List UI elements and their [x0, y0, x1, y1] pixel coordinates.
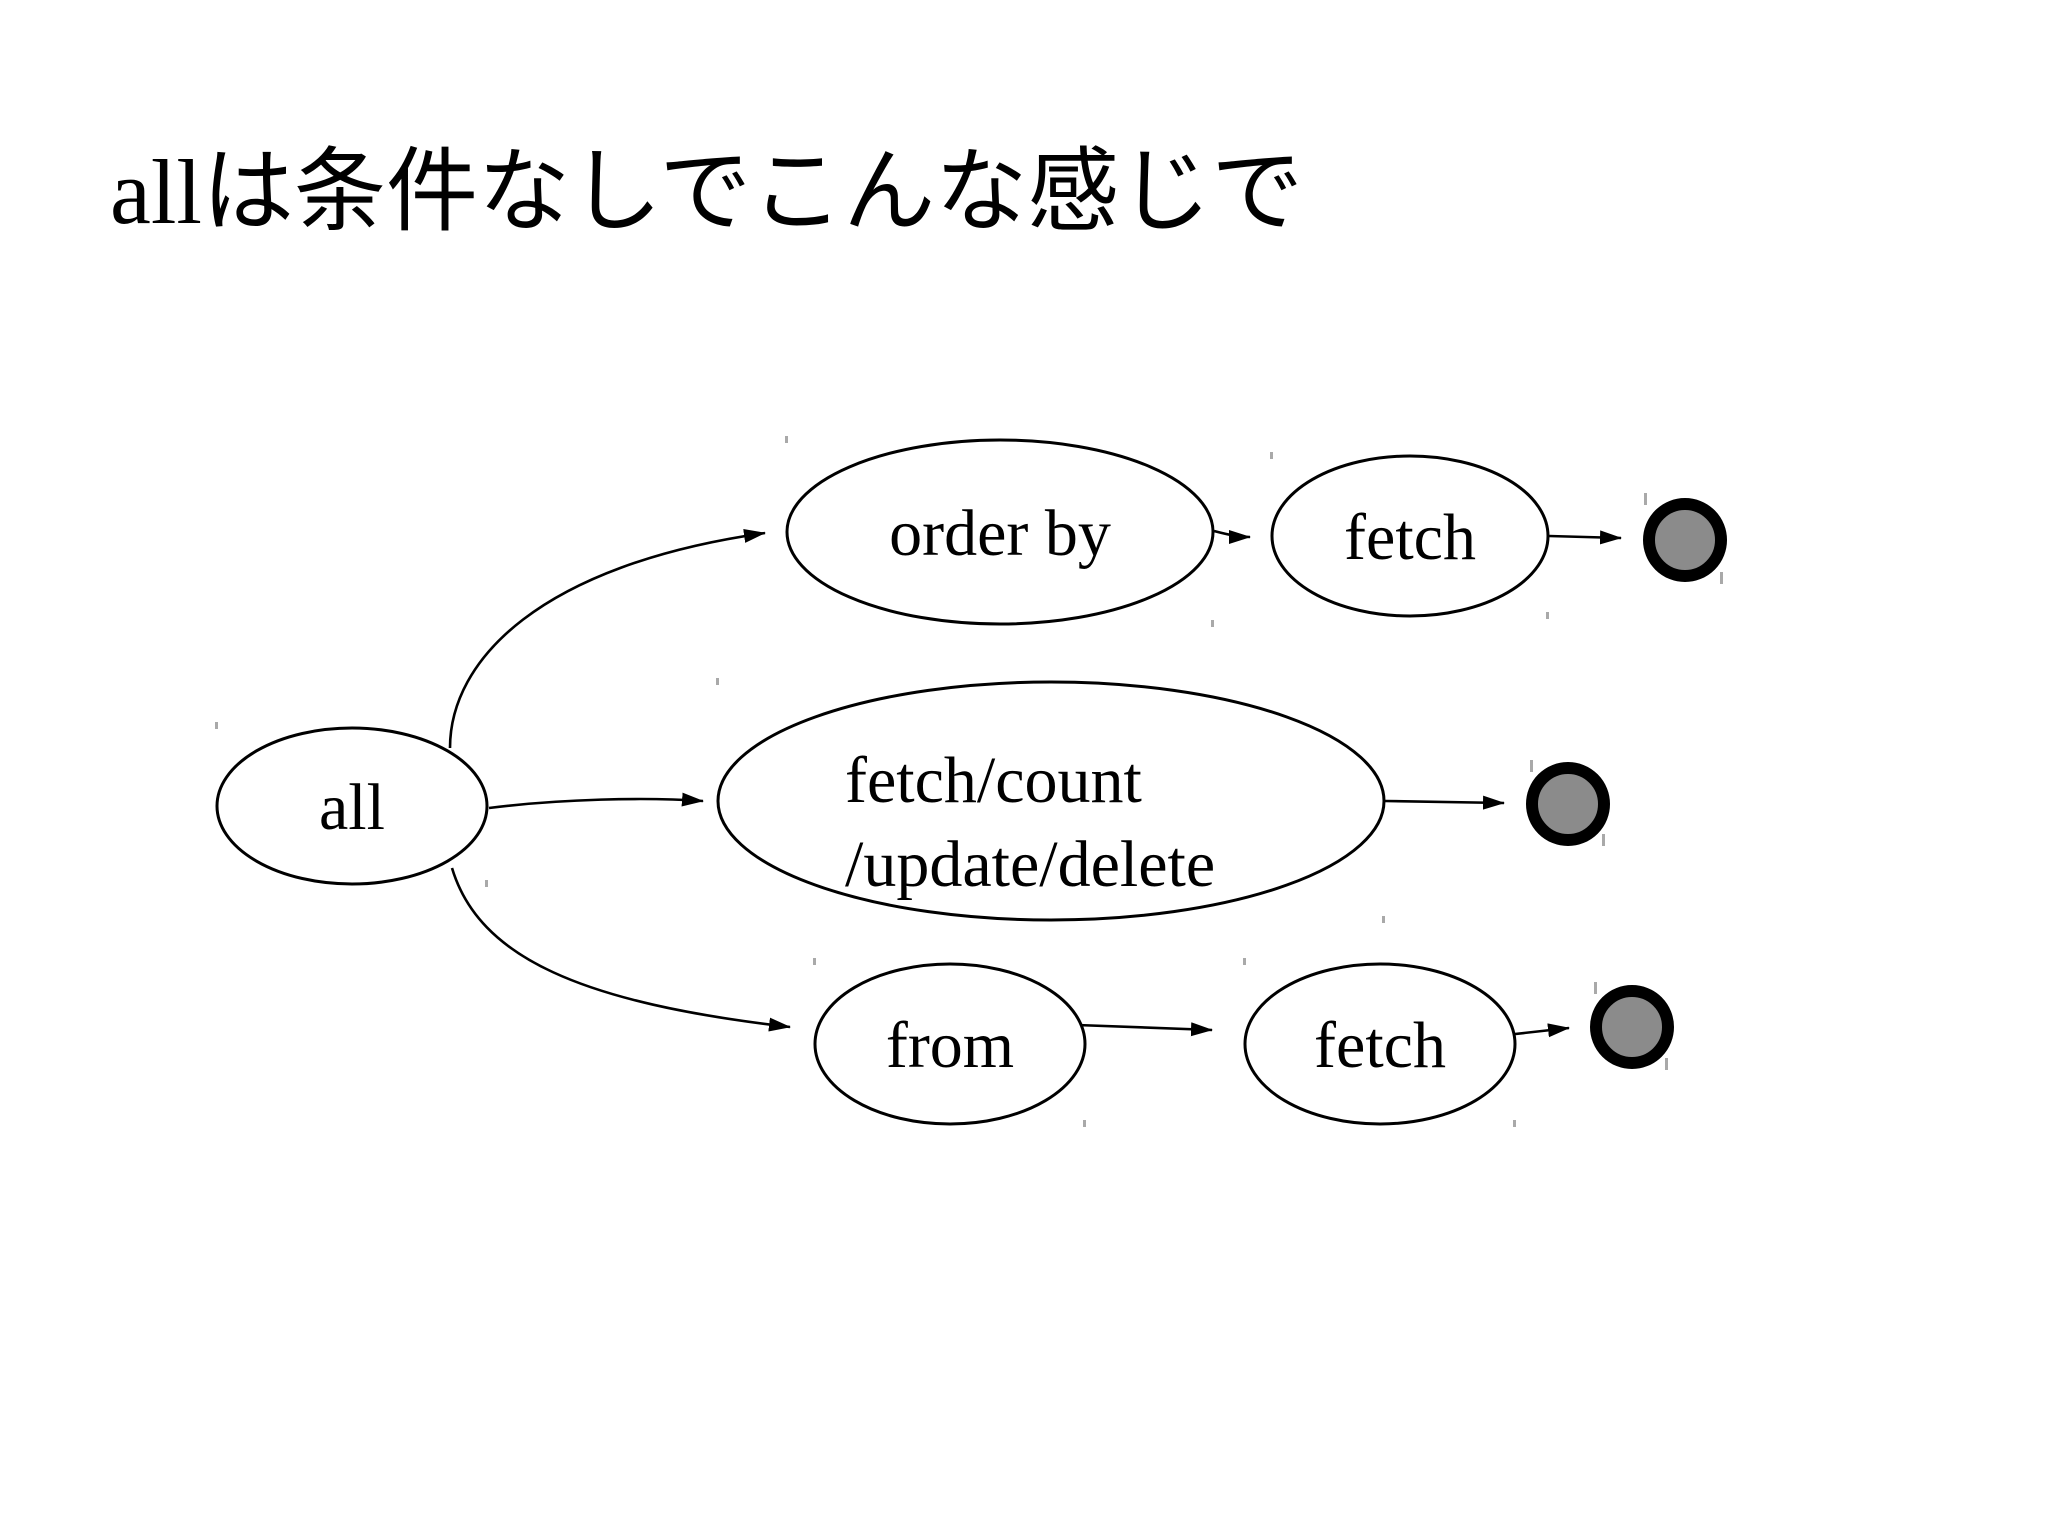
- node-fetch-after-from-ellipse: [1243, 962, 1517, 1126]
- node-fetch-count-update-delete: fetch/count /update/delete: [716, 680, 1386, 922]
- artifact-tick: [1594, 982, 1597, 994]
- node-fetch-after-order-by-label: fetch: [1344, 501, 1476, 574]
- artifact-tick: [1211, 620, 1214, 627]
- final-state-after-fetch-count-update-delete: [1526, 762, 1610, 846]
- final-state-after-from-fetch: [1590, 985, 1674, 1069]
- final-state-after-order-by-fetch: [1643, 498, 1727, 582]
- artifact-tick: [813, 958, 816, 965]
- node-order-by-label: order by: [889, 497, 1111, 570]
- edge-fetch-count-update-delete-to-final: [1384, 795, 1505, 810]
- edge-from-to-fetch: [1076, 1022, 1213, 1037]
- final-state-circle-top: [1643, 498, 1727, 582]
- final-state-circle-bottom: [1590, 985, 1674, 1069]
- node-fetch-after-order-by-ellipse: [1270, 454, 1550, 618]
- artifact-tick: [485, 880, 488, 887]
- artifact-tick: [1720, 572, 1723, 584]
- node-order-by-ellipse: [785, 438, 1215, 626]
- node-fetch-after-from: fetch: [1243, 962, 1517, 1126]
- edge-fetch-to-final-top: [1548, 530, 1622, 545]
- edge-all-to-order-by: [448, 529, 766, 749]
- node-from: from: [813, 962, 1087, 1126]
- node-all-ellipse: [215, 726, 489, 886]
- artifact-tick: [785, 436, 788, 443]
- edge-all-to-from: [450, 867, 791, 1032]
- slide-title: allは条件なしでこんな感じで: [110, 141, 1304, 243]
- node-all-label: all: [319, 771, 385, 844]
- artifact-tick: [1083, 1120, 1086, 1127]
- artifact-tick: [215, 722, 218, 729]
- artifact-tick: [1546, 612, 1549, 619]
- node-fetch-after-order-by: fetch: [1270, 454, 1550, 618]
- node-from-label: from: [886, 1009, 1014, 1082]
- node-all: all: [215, 726, 489, 886]
- edge-order-by-to-fetch: [1213, 529, 1251, 544]
- node-fetch-count-update-delete-label-line2: /update/delete: [845, 828, 1215, 901]
- artifact-tick: [1665, 1058, 1668, 1070]
- artifact-tick: [1602, 834, 1605, 846]
- node-order-by: order by: [785, 438, 1215, 626]
- artifact-tick: [1530, 760, 1533, 772]
- node-from-ellipse: [813, 962, 1087, 1126]
- artifact-tick: [1382, 916, 1385, 923]
- render-artifacts: [215, 436, 1723, 1127]
- artifact-tick: [716, 678, 719, 685]
- edge-all-to-fetch-count-update-delete: [488, 792, 704, 810]
- artifact-tick: [1243, 958, 1246, 965]
- artifact-tick: [1513, 1120, 1516, 1127]
- node-fetch-count-update-delete-label-line1: fetch/count: [845, 744, 1142, 817]
- node-fetch-after-from-label: fetch: [1314, 1009, 1446, 1082]
- artifact-tick: [1270, 452, 1273, 459]
- artifact-tick: [1644, 493, 1647, 505]
- final-state-circle-middle: [1526, 762, 1610, 846]
- node-fetch-count-update-delete-ellipse: [716, 680, 1386, 922]
